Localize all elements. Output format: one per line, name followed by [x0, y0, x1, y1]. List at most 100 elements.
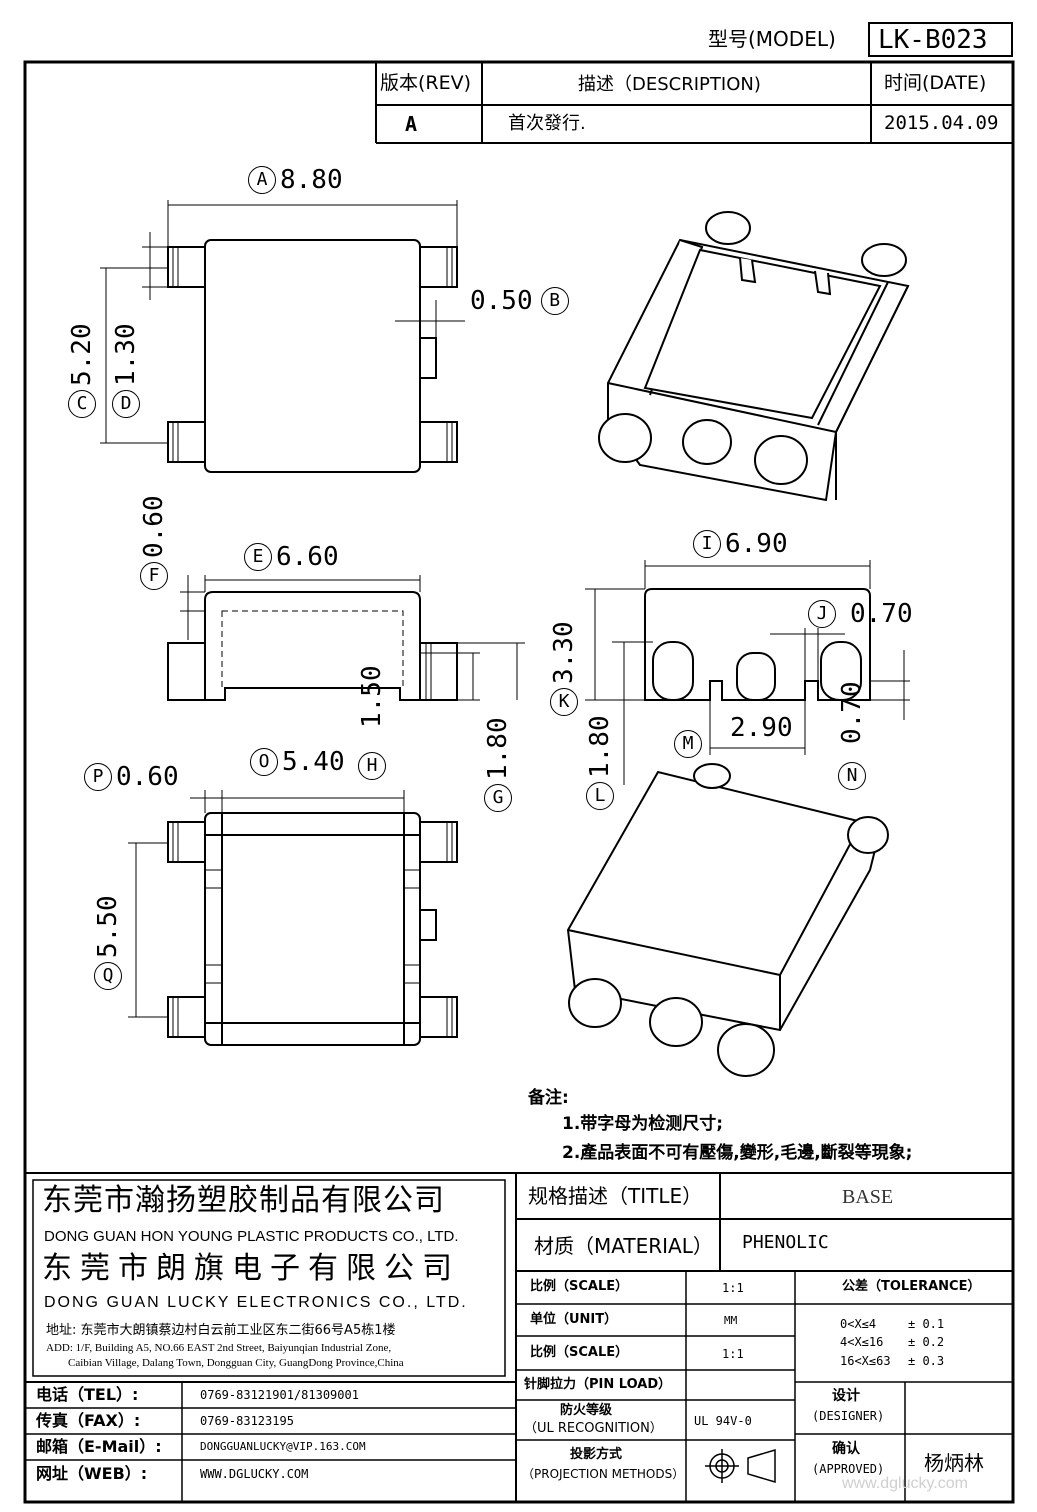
company-address-en-2: Caibian Village, Dalang Town, Dongguan C…	[68, 1357, 404, 1369]
dim-C-letter: C	[68, 390, 96, 418]
dim-N-value: 0.70	[837, 681, 867, 744]
dim-D-letter: D	[112, 390, 140, 418]
dim-L: L 1.80	[585, 715, 615, 810]
dim-P-letter: P	[84, 763, 112, 791]
approved-label-2: (APPROVED)	[812, 1462, 885, 1476]
dim-O: O 5.40	[250, 748, 345, 776]
web-label: 网址（WEB）:	[36, 1464, 148, 1483]
tel-value: 0769-83121901/81309001	[200, 1388, 359, 1402]
material-value: PHENOLIC	[742, 1232, 829, 1253]
dim-D-value: 1.30	[111, 323, 141, 386]
watermark: www.dglucky.com	[842, 1475, 968, 1492]
projection-label-1: 投影方式	[570, 1447, 623, 1462]
dim-E-value: 6.60	[276, 542, 339, 572]
note-item-1: 1.带字母为检测尺寸;	[562, 1114, 724, 1134]
model-value-box	[868, 22, 1013, 57]
scale-value: 1:1	[722, 1281, 744, 1295]
tolerance-label: 公差（TOLERANCE）	[842, 1279, 981, 1294]
projection-label-2: （PROJECTION METHODS）	[522, 1467, 685, 1481]
unit-label: 单位（UNIT）	[530, 1312, 618, 1327]
tolerance-row-1-tol: ± 0.1	[908, 1317, 945, 1331]
fax-value: 0769-83123195	[200, 1414, 294, 1428]
dim-F: F 0.60	[139, 495, 169, 590]
rev-header: 版本(REV)	[380, 72, 472, 94]
material-label: 材质（MATERIAL）	[534, 1234, 713, 1258]
ul-label-1: 防火等级	[560, 1403, 613, 1418]
dim-J-letter: J	[808, 600, 836, 628]
email-value: DONGGUANLUCKY@VIP.163.COM	[200, 1440, 366, 1453]
dim-G-letter: G	[484, 784, 512, 812]
dim-M: M 2.90	[674, 715, 793, 758]
unit-value: MM	[724, 1314, 738, 1327]
tel-label: 电话（TEL）:	[36, 1385, 139, 1404]
note-item-2: 2.產品表面不可有壓傷,變形,毛邊,斷裂等現象;	[562, 1143, 913, 1163]
tolerance-row-3-tol: ± 0.3	[908, 1354, 945, 1368]
dim-L-value: 1.80	[585, 715, 615, 778]
dim-N-letter: N	[838, 762, 866, 790]
dim-L-letter: L	[586, 782, 614, 810]
web-value: WWW.DGLUCKY.COM	[200, 1467, 309, 1481]
dim-M-value: 2.90	[730, 713, 793, 743]
dim-F-letter: F	[140, 562, 168, 590]
email-label: 邮箱（E-Mail）:	[36, 1437, 162, 1456]
dim-A: A 8.80	[248, 166, 343, 194]
projection-symbol	[705, 1448, 776, 1484]
company-address-cn: 地址: 东莞市大朗镇蔡边村白云前工业区东二街66号A5栋1楼	[46, 1323, 396, 1338]
rev-value: A	[405, 112, 418, 136]
title-value: BASE	[842, 1186, 894, 1208]
dim-A-value: 8.80	[280, 165, 343, 195]
dim-D: D 1.30	[111, 323, 141, 418]
dim-I: I 6.90	[693, 530, 788, 558]
dim-E-letter: E	[244, 543, 272, 571]
pin-load-label: 针脚拉力（PIN LOAD）	[524, 1377, 672, 1392]
dim-G: G 1.80	[483, 717, 513, 812]
dim-N: N 0.70	[837, 681, 867, 790]
dim-B-value: 0.50	[470, 286, 533, 316]
company-name-en-1: DONG GUAN HON YOUNG PLASTIC PRODUCTS CO.…	[44, 1228, 459, 1245]
approved-label-1: 确认	[832, 1441, 860, 1457]
notes-title: 备注:	[528, 1088, 569, 1108]
dim-G-value: 1.80	[483, 717, 513, 780]
dim-B-letter: B	[540, 287, 569, 315]
dim-P-value: 0.60	[116, 762, 179, 792]
desc-header: 描述（DESCRIPTION)	[578, 74, 761, 95]
dim-P: P 0.60	[84, 763, 179, 791]
rev-description: 首次發行.	[508, 113, 586, 134]
dim-H-value: 1.50	[357, 665, 387, 728]
dim-H-letter: H	[358, 752, 386, 780]
dim-J: J 0.70	[808, 600, 913, 628]
dim-I-value: 6.90	[725, 529, 788, 559]
company-name-cn-2: 东莞市朗旗电子有限公司	[42, 1251, 460, 1286]
designer-label-1: 设计	[832, 1388, 860, 1404]
dim-F-value: 0.60	[139, 495, 169, 558]
tolerance-row-2-tol: ± 0.2	[908, 1335, 945, 1349]
model-label: 型号(MODEL)	[708, 27, 836, 51]
rev-date: 2015.04.09	[884, 112, 999, 134]
dim-K-value: 3.30	[549, 621, 579, 684]
dim-B: 0.50 B	[470, 287, 569, 315]
date-header: 时间(DATE)	[884, 72, 987, 94]
dim-O-letter: O	[250, 748, 278, 776]
scale2-label: 比例（SCALE）	[530, 1345, 629, 1360]
dim-K: K 3.30	[549, 621, 579, 716]
dim-M-letter: M	[674, 730, 702, 758]
dim-O-value: 5.40	[282, 747, 345, 777]
tolerance-row-1-range: 0<X≤4	[840, 1317, 877, 1331]
fax-label: 传真（FAX）:	[36, 1411, 141, 1430]
company-address-en-1: ADD: 1/F, Building A5, NO.66 EAST 2nd St…	[46, 1342, 392, 1354]
dim-J-value: 0.70	[850, 599, 913, 629]
scale-label: 比例（SCALE）	[530, 1279, 629, 1294]
dim-Q: Q 5.50	[93, 895, 123, 990]
company-name-cn-1: 东莞市瀚扬塑胶制品有限公司	[42, 1183, 445, 1218]
dim-I-letter: I	[693, 530, 721, 558]
dim-C: C 5.20	[67, 323, 97, 418]
dim-C-value: 5.20	[67, 323, 97, 386]
dim-Q-value: 5.50	[93, 895, 123, 958]
dim-Q-letter: Q	[94, 962, 122, 990]
dim-E: E 6.60	[244, 543, 339, 571]
company-name-en-2: DONG GUAN LUCKY ELECTRONICS CO., LTD.	[44, 1294, 468, 1311]
tolerance-row-2-range: 4<X≤16	[840, 1335, 884, 1349]
ul-value: UL 94V-0	[694, 1414, 752, 1428]
dim-H: H 1.50	[357, 665, 387, 780]
